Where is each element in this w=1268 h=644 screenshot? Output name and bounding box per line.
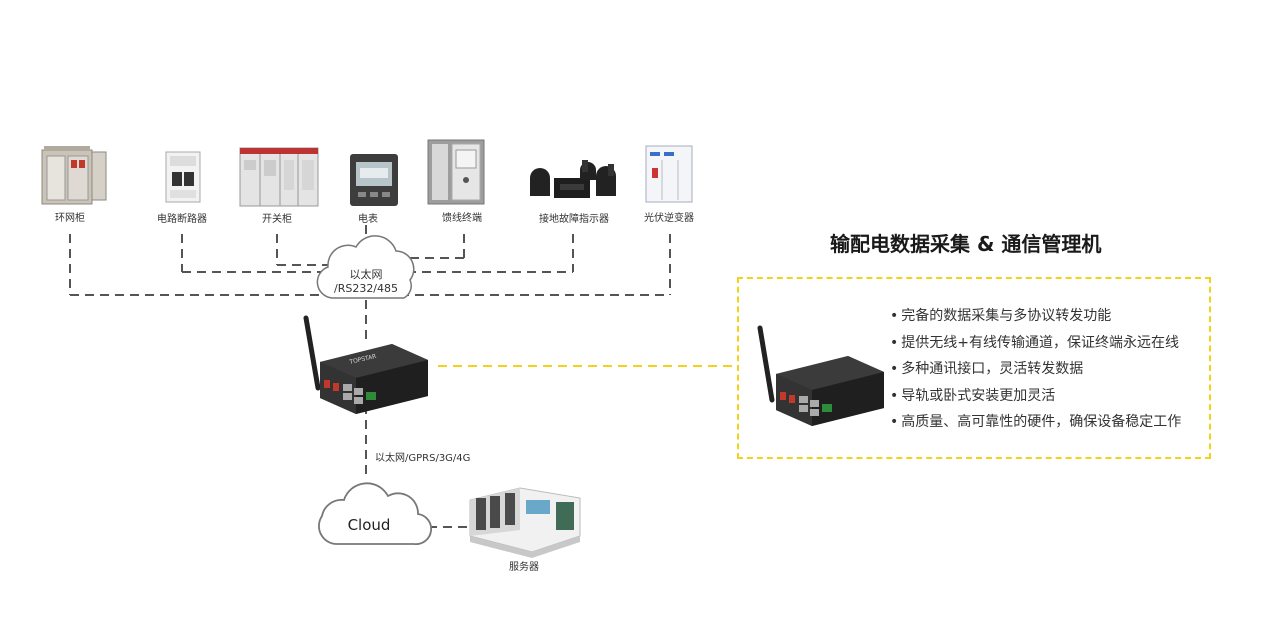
device-label-electric-meter: 电表 [358,214,378,225]
uplink-label: 以太网/GPRS/3G/4G [375,451,470,464]
cloud-bottom: Cloud [318,482,433,545]
circuit-breaker-icon [165,151,201,203]
feature-item: 提供无线+有线传输通道，保证终端永远在线 [890,333,1181,360]
panel-router [757,325,884,426]
device-label-circuit-breaker: 电路断路器 [157,214,207,225]
electric-meter-icon [350,154,398,206]
feature-item: 多种通讯接口，灵活转发数据 [890,359,1181,386]
device-label-feeder-terminal: 馈线终端 [442,213,482,224]
feature-item: 导轨或卧式安装更加灵活 [890,386,1181,413]
ring-main-unit-icon [41,146,107,205]
feeder-terminal-icon [427,139,485,205]
feature-list: 完备的数据采集与多协议转发功能 提供无线+有线传输通道，保证终端永远在线 多种通… [890,306,1181,439]
device-label-ring-main-unit: 环网柜 [55,213,85,224]
panel-title: 输配电数据采集 & 通信管理机 [830,232,1102,256]
feature-item: 完备的数据采集与多协议转发功能 [890,306,1181,333]
device-label-ground-fault-indicator: 接地故障指示器 [539,214,609,225]
server-room-icon [469,487,581,558]
pv-inverter-icon [645,145,693,203]
feature-item: 高质量、高可靠性的硬件，确保设备稳定工作 [890,412,1181,439]
cloud-top-line1: 以太网 [350,268,383,281]
feature-panel [737,277,1211,459]
cloud-top-line2: /RS232/485 [334,282,398,295]
device-label-switch-cabinet: 开关柜 [262,214,292,225]
device-label-pv-inverter: 光伏逆变器 [644,213,694,224]
communication-router: TOPSTAR [303,315,428,414]
ground-fault-indicator-icon [530,160,616,198]
ethernet-cloud: 以太网 /RS232/485 [316,235,415,299]
server-label: 服务器 [509,560,539,573]
cloud-bottom-label: Cloud [348,516,391,534]
switch-cabinet-icon [239,147,319,207]
